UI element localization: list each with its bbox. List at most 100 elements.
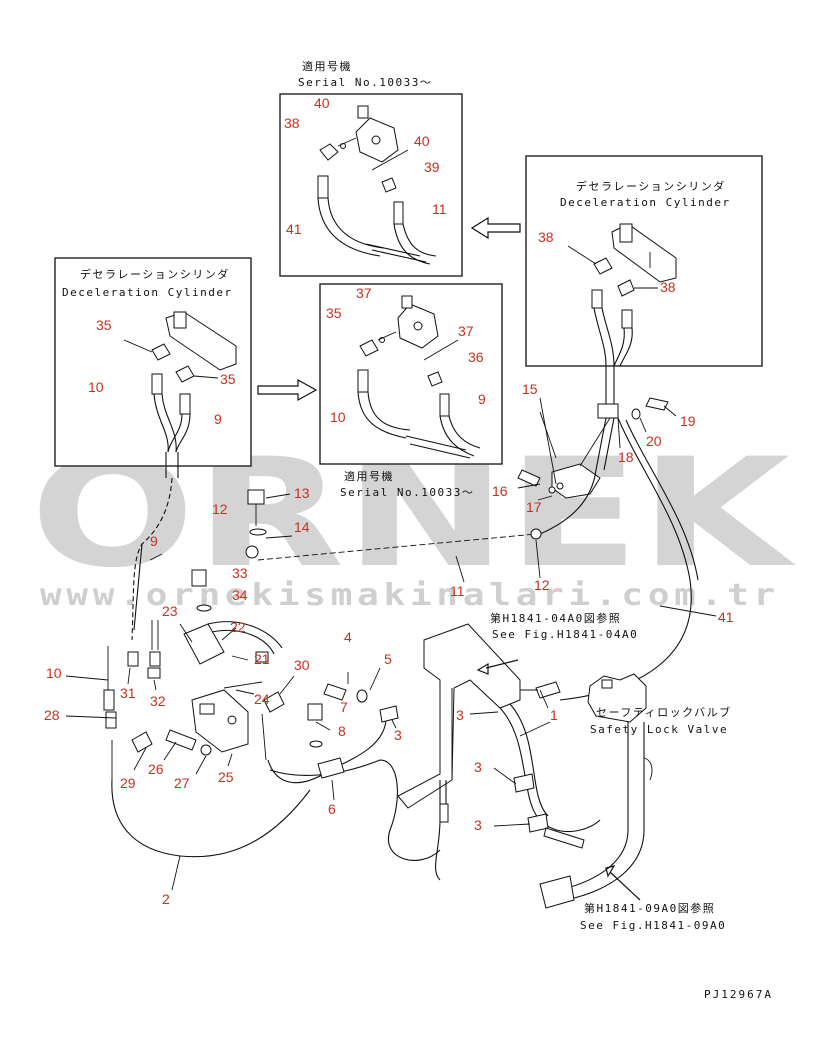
middle-note-jp: 適用号機 [344,469,394,483]
callout-11: 11 [432,201,447,217]
safety-valve-jp: セーフティロックバルブ [596,705,732,719]
watermark-url: www.ornekismakinalari.com.tr [40,578,780,613]
clamp-6 [317,757,345,779]
clamp-3b [513,773,535,793]
elbow-fitting-middle [359,339,379,357]
main-assembly [65,366,717,909]
callout-10: 10 [330,409,346,425]
callout-35: 35 [96,317,112,333]
right-title-jp: デセラレーションシリンダ [576,179,726,193]
fitting-32 [149,651,161,667]
elbow-fitting-right-1 [593,257,613,275]
callout-2: 2 [162,891,170,907]
fitting-29 [131,731,153,753]
callout-11: 11 [450,583,465,599]
callout-41: 41 [286,221,302,237]
callout-32: 32 [150,693,166,709]
callout-38: 38 [660,279,676,295]
callout-24: 24 [254,691,270,707]
callout-9: 9 [478,391,486,407]
detail-box-right: デセラレーションシリンダ Deceleration Cylinder 38 38 [525,155,763,367]
fitting-28 [103,689,115,711]
elbow-fitting-top [319,143,339,161]
callout-7: 7 [340,699,348,715]
callout-4: 4 [344,629,352,645]
callout-6: 6 [328,801,336,817]
callout-33: 33 [232,565,248,581]
callout-39: 39 [424,159,440,175]
detail-box-middle: 37 35 37 36 10 9 適用号機 Serial No.10033～ [319,283,503,499]
bolt-16 [517,469,541,487]
drawing-code: PJ12967A [704,988,773,1001]
callout-1: 1 [550,707,558,723]
arrow-left-to-middle [257,378,318,402]
callout-3: 3 [474,817,482,833]
callout-18: 18 [618,449,634,465]
callout-26: 26 [148,761,164,777]
left-title-en: Deceleration Cylinder [62,286,233,299]
callout-19: 19 [680,413,696,429]
callout-29: 29 [120,775,136,791]
callout-27: 27 [174,775,190,791]
callout-40: 40 [414,133,430,149]
callout-16: 16 [492,483,508,499]
callout-8: 8 [338,723,346,739]
callout-22: 22 [230,619,246,635]
callout-3: 3 [474,759,482,775]
bolt-33 [191,569,207,587]
callout-23: 23 [162,603,178,619]
callout-3: 3 [394,727,402,743]
hose-41-top [317,197,385,257]
hose-11-top [393,223,437,265]
callout-40: 40 [314,95,330,111]
callout-30: 30 [294,657,310,673]
right-title-en: Deceleration Cylinder [560,196,731,209]
block-25 [191,689,249,753]
elbow-fitting-left-1 [151,343,171,361]
callout-15: 15 [522,381,538,397]
callout-12: 12 [534,577,550,593]
safety-valve-en: Safety Lock Valve [590,723,728,736]
hose-10-left [153,393,177,453]
fitting-30 [263,691,285,713]
callout-31: 31 [120,685,136,701]
callout-34: 34 [232,587,248,603]
detail-box-left: デセラレーションシリンダ Deceleration Cylinder 35 10… [54,257,252,478]
callout-37: 37 [356,285,372,301]
callout-41: 41 [718,609,734,625]
hose-9-middle [439,415,481,457]
callout-36: 36 [468,349,484,365]
clamp-3c [527,813,549,833]
callout-3: 3 [456,707,464,723]
clamp-3 [379,705,399,723]
bolt-13 [247,489,265,505]
middle-note-en: Serial No.10033～ [340,486,474,499]
callout-38: 38 [284,115,300,131]
bolt-26 [165,729,197,751]
left-title-jp: デセラレーションシリンダ [80,267,230,281]
bolt-19 [645,397,669,411]
elbow-fitting-right-2 [617,279,635,297]
top-note-jp: 適用号機 [302,59,352,73]
hose-9-left [167,413,191,453]
callout-35: 35 [326,305,342,321]
callout-25: 25 [218,769,234,785]
callout-12: 12 [212,501,228,517]
callout-10: 10 [88,379,104,395]
callout-21: 21 [254,651,270,667]
callout-28: 28 [44,707,60,723]
callout-9: 9 [214,411,222,427]
arrow-right-to-top [470,216,521,240]
hose-10-middle [357,391,411,439]
safety-valve-hose [559,722,645,901]
top-note-en: Serial No.10033～ [298,76,432,89]
callout-13: 13 [294,485,310,501]
callout-5: 5 [384,651,392,667]
hose-11-main [257,533,537,561]
callout-35: 35 [220,371,236,387]
valve-23 [183,623,225,665]
callout-38: 38 [538,229,554,245]
detail-box-top: 適用号機 Serial No.10033～ 40 38 40 39 41 11 [279,59,463,277]
fitting-31 [127,651,139,667]
